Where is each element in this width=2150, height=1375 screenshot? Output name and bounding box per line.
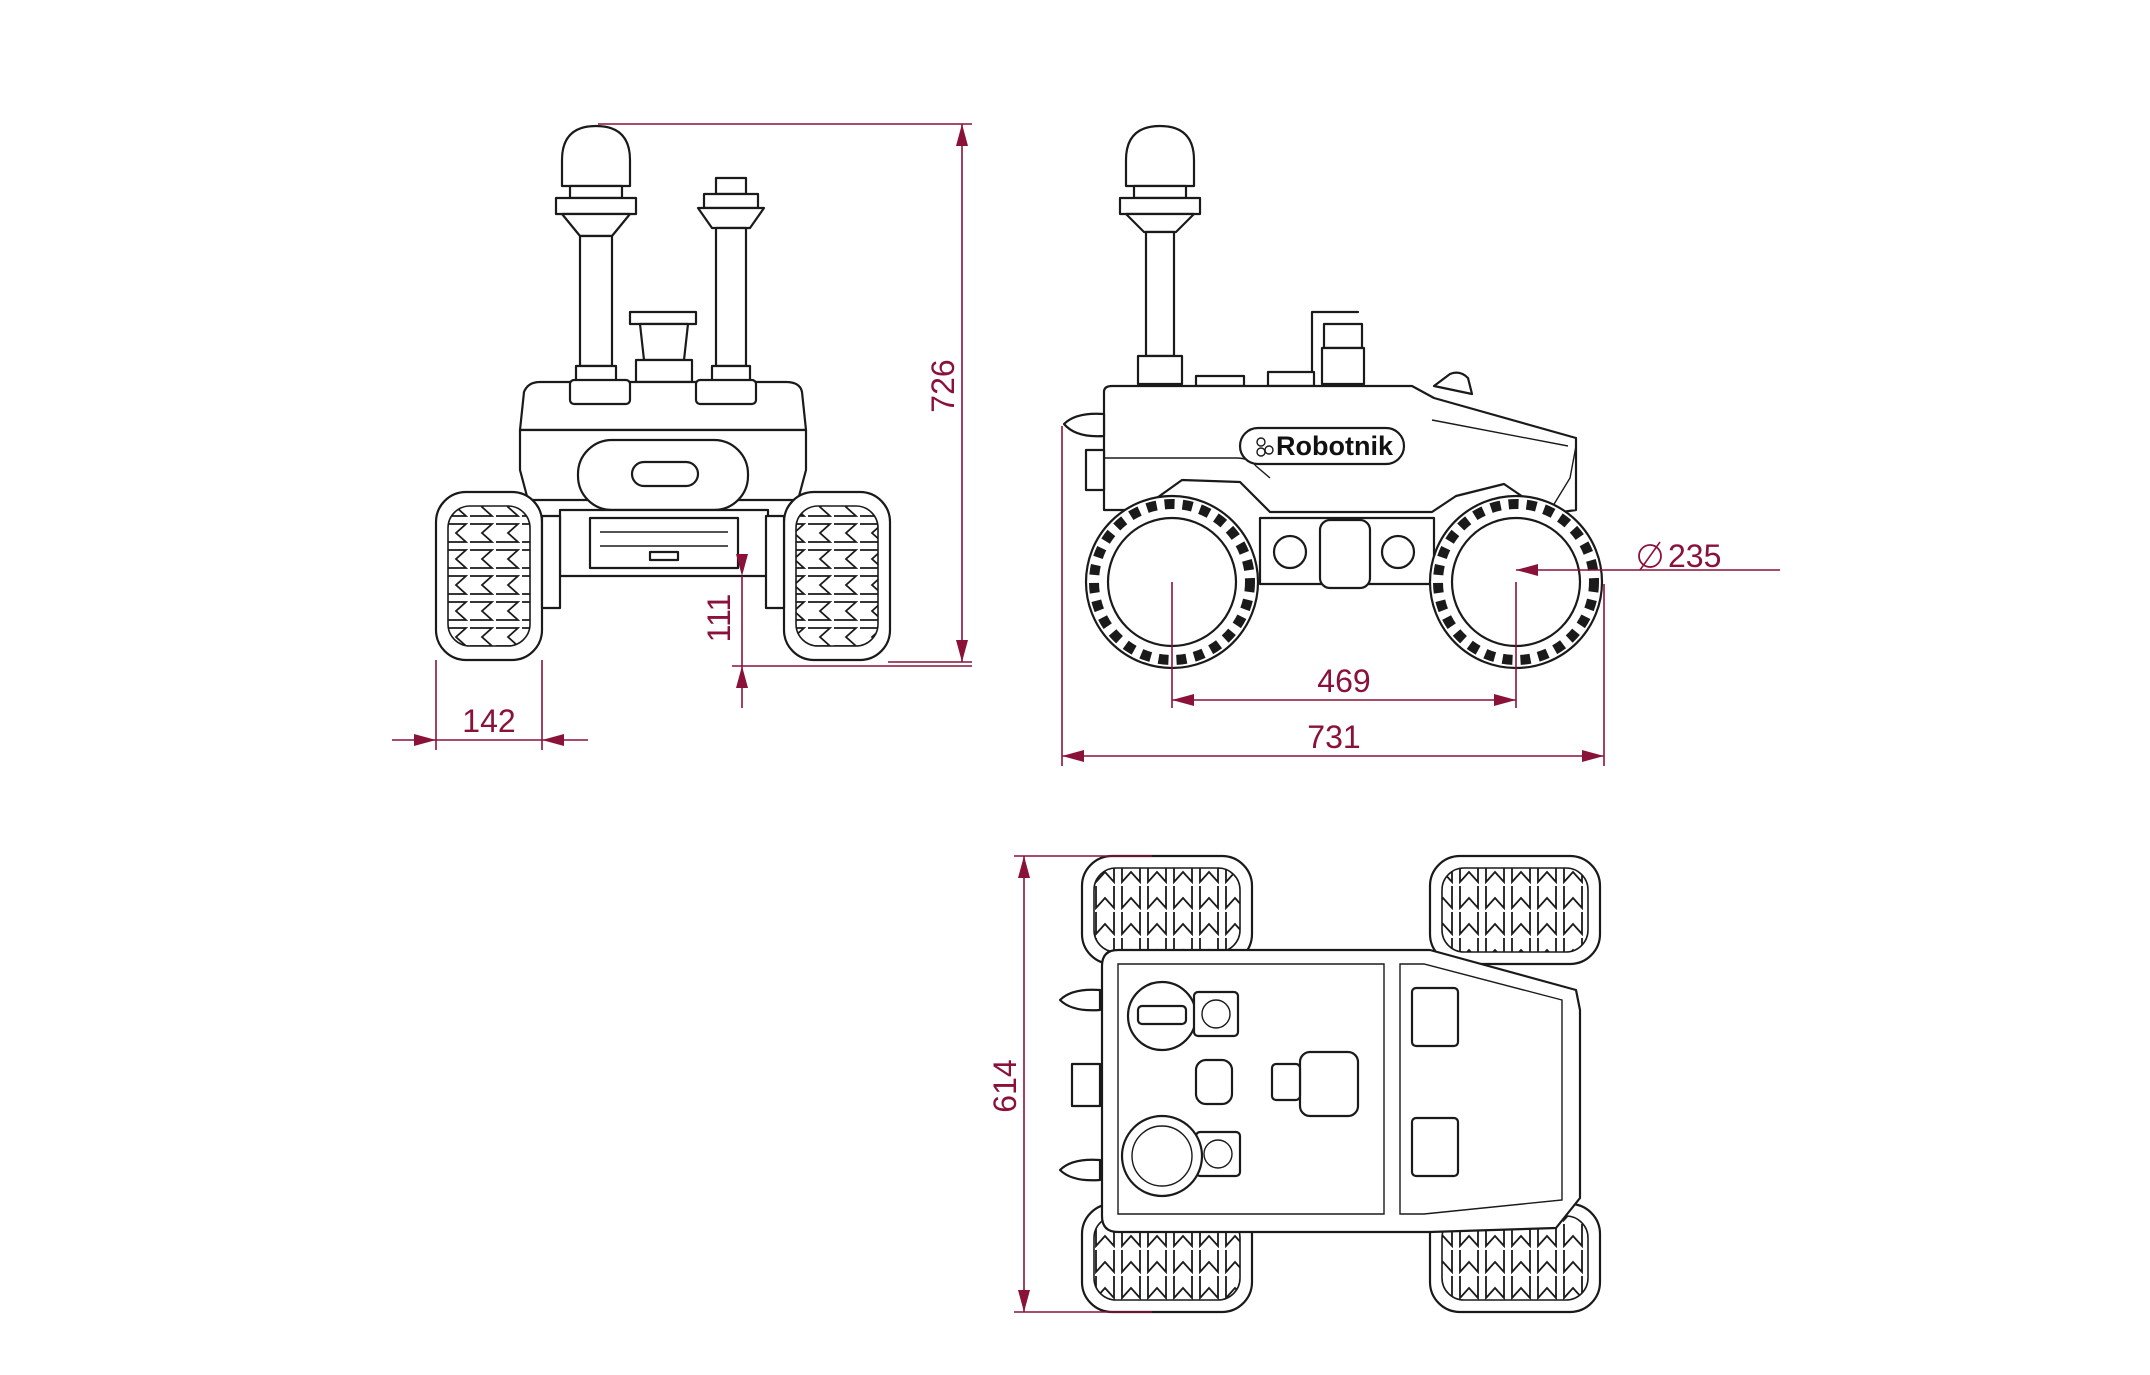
dimension-wheel-width-label: 142 [462, 703, 515, 739]
dimension-length: 731 [1061, 426, 1605, 766]
dimension-wheelbase: 469 [1171, 582, 1517, 708]
dimension-height-label: 726 [925, 359, 961, 412]
side-view: Robotnik [1062, 124, 1604, 670]
dimension-width: 614 [987, 855, 1152, 1313]
top-wheel-rl [1428, 854, 1602, 966]
dimension-ground-clearance-label: 111 [701, 594, 737, 643]
robotnik-logo: Robotnik [1238, 426, 1406, 466]
front-sensor-mast [696, 176, 766, 386]
front-beacon-left [554, 124, 638, 386]
dimension-height: 726 [598, 123, 972, 663]
side-lidar [1194, 310, 1366, 388]
front-wheel-right [782, 490, 892, 662]
top-wheel-fl [1080, 854, 1254, 966]
front-lidar [628, 310, 698, 384]
dimension-length-label: 731 [1307, 719, 1360, 755]
dimension-wheel-diameter: 235 [1516, 538, 1780, 576]
front-view [434, 124, 892, 662]
top-view [1058, 854, 1602, 1314]
logo-text: Robotnik [1276, 431, 1394, 461]
dimension-wheelbase-label: 469 [1317, 663, 1370, 699]
dimension-width-label: 614 [987, 1059, 1023, 1112]
side-beacon [1118, 124, 1202, 386]
dimension-wheel-diameter-label: 235 [1668, 538, 1721, 574]
dimension-ground-clearance: 111 [701, 554, 972, 708]
dimension-wheel-width: 142 [392, 660, 588, 750]
front-wheel-left [434, 490, 544, 662]
